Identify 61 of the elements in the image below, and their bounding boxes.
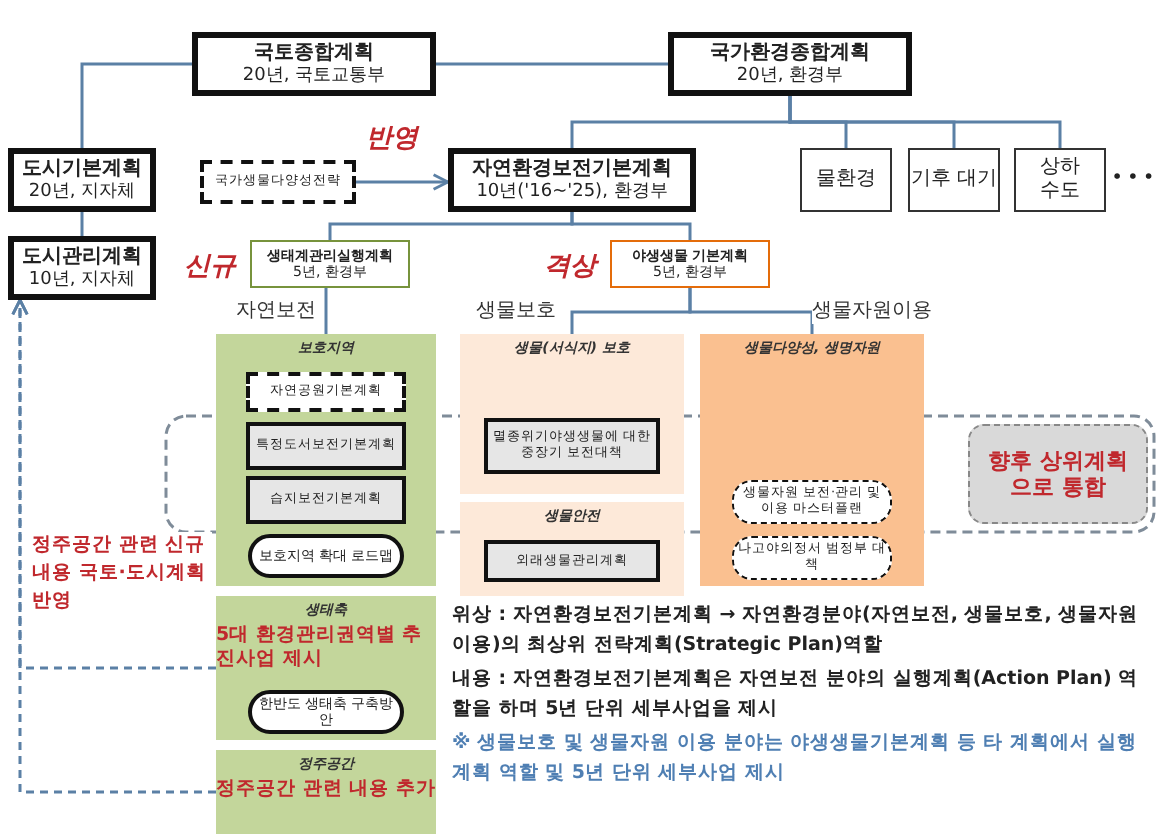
edge-label: 반영 xyxy=(366,120,418,156)
plan-box xyxy=(8,236,156,300)
plan-box xyxy=(250,240,410,288)
edge-label: 자연보전 xyxy=(236,296,316,324)
plan-box xyxy=(246,476,406,524)
plan-box xyxy=(246,422,406,470)
connector-line xyxy=(80,62,192,148)
plan-box xyxy=(248,534,404,578)
edge-label: 생물자원이용 xyxy=(812,296,932,324)
connector-line xyxy=(80,212,84,236)
category-panel xyxy=(216,750,436,834)
plan-box xyxy=(484,540,660,582)
category-panel xyxy=(700,334,924,586)
connector-line xyxy=(570,212,692,240)
plan-box xyxy=(800,148,892,212)
plan-box xyxy=(246,372,406,412)
tag-label: 신규 xyxy=(184,250,236,284)
connector-line xyxy=(788,96,1062,148)
plan-box xyxy=(484,418,660,474)
plan-box xyxy=(732,480,892,524)
edge-label: 생물보호 xyxy=(476,296,556,324)
arrow xyxy=(356,173,450,191)
box-title: 상하수도 xyxy=(1038,156,1082,204)
box-title: 도시관리계획 xyxy=(22,245,142,270)
panel-text: 5대 환경관리권역별 추진사업 제시 xyxy=(216,624,425,671)
category-panel xyxy=(216,334,436,586)
box-title: 국토종합계획 xyxy=(254,41,374,66)
category-panel xyxy=(460,334,684,494)
box-subtitle: 20년, 지자체 xyxy=(28,181,136,203)
note-text: 위상 : 자연환경보전기본계획 → 자연환경분야(자연보전, 생물보호, 생물자원이용)의 최상위 전략계획(Strategic Plan)역할 xyxy=(452,602,1141,660)
connector-line xyxy=(324,288,328,334)
box-title: 물환경 xyxy=(816,168,876,192)
summary-box xyxy=(968,424,1148,524)
plan-box xyxy=(192,32,436,96)
box-title: 향후 상위계획으로 통합 xyxy=(988,447,1128,501)
plan-box xyxy=(248,690,404,734)
plan-box xyxy=(200,160,356,204)
note-text: 정주공간 관련 신규 내용 국토·도시계획 반영 xyxy=(32,532,212,616)
note-text: 내용 : 자연환경보전기본계획은 자연보전 분야의 실행계획(Action Plan) 역할을 하며 5년 단위 세부사업을 제시 xyxy=(452,666,1141,724)
tag-label: 격상 xyxy=(544,250,596,284)
box-subtitle: 20년, 국토교통부 xyxy=(242,65,386,87)
box-subtitle: 10년('16~'25), 환경부 xyxy=(476,181,668,203)
box-title: 기후 대기 xyxy=(910,168,998,192)
plan-box xyxy=(448,148,696,212)
plan-box xyxy=(610,240,770,288)
box-title: 도시기본계획 xyxy=(22,157,142,182)
connector-line xyxy=(688,288,814,334)
connector-line xyxy=(436,62,668,66)
box-subtitle: 20년, 환경부 xyxy=(736,65,844,87)
plan-box xyxy=(1014,148,1106,212)
note-text: ※ 생물보호 및 생물자원 이용 분야는 야생생물기본계획 등 타 계획에서 실행계획 역할 및 5년 단위 세부사업 제시 xyxy=(452,730,1139,788)
category-panel xyxy=(216,596,436,740)
panel-text: 정주공간 관련 내용 추가 xyxy=(216,778,436,802)
plan-box xyxy=(8,148,156,212)
box-title: 국가환경종합계획 xyxy=(710,41,870,66)
arrow xyxy=(11,298,216,794)
plan-box xyxy=(908,148,1000,212)
box-title: 자연환경보전기본계획 xyxy=(472,157,672,182)
category-panel xyxy=(460,502,684,596)
box-subtitle: 10년, 지자체 xyxy=(28,269,136,291)
plan-box xyxy=(668,32,912,96)
